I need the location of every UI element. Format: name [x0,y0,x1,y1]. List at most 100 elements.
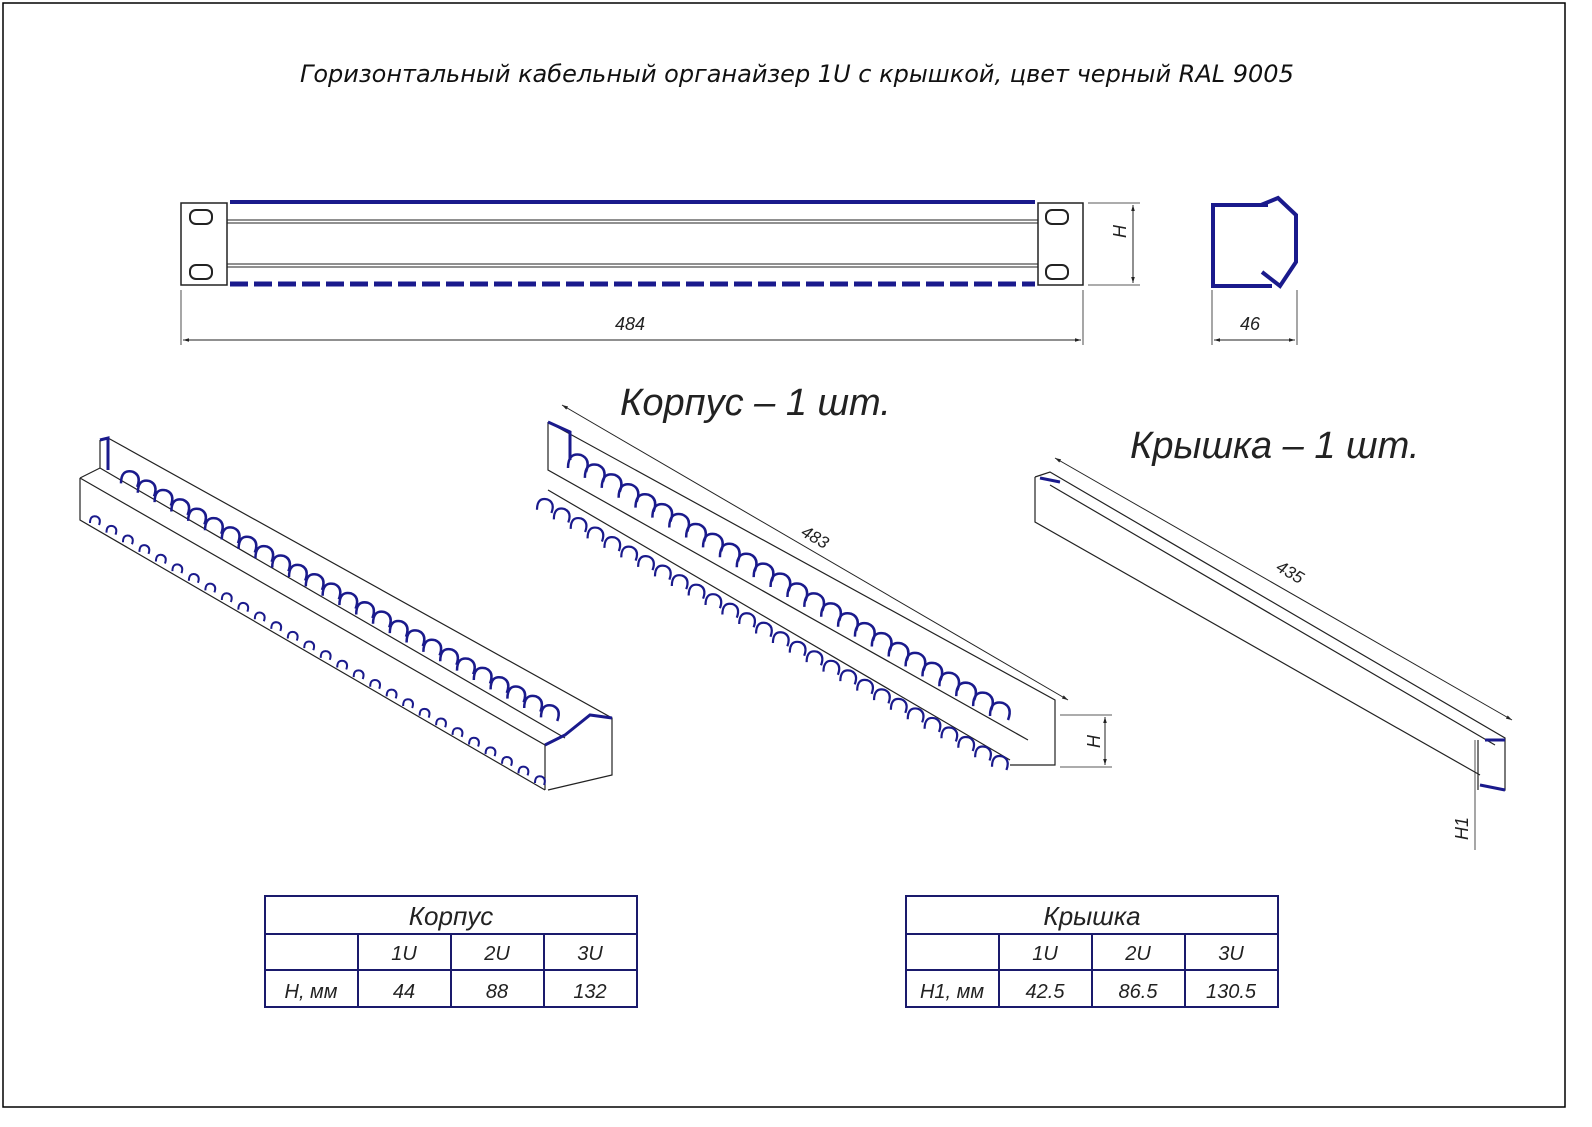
comb-finger [988,701,1011,721]
comb-finger [388,619,409,638]
body-table-header: 3U [577,943,603,965]
cover-length-dimension: 435 [1273,557,1308,588]
comb-finger [684,522,708,542]
cover-isometric: 435 H1 Крышка – 1 шт. [1034,425,1513,850]
comb-finger [336,659,349,670]
comb-finger [402,698,414,709]
comb-finger [506,685,527,703]
cover-table-header: 3U [1218,943,1244,965]
cover-table-title: Крышка [1043,901,1140,931]
comb-finger [923,716,942,733]
comb-finger [121,534,134,545]
comb-finger [701,532,724,552]
comb-finger [369,678,382,690]
comb-finger [89,515,101,526]
comb-finger [321,582,342,600]
width-dimension: 484 [615,314,645,334]
body-label: Корпус – 1 шт. [620,382,891,424]
comb-finger [735,552,758,572]
comb-finger [583,463,606,483]
cover-table-cell: 86.5 [1119,981,1159,1003]
comb-finger [489,675,510,694]
depth-dimension: 46 [1240,314,1261,334]
comb-finger [637,555,655,571]
cover-table-cell: 42.5 [1026,981,1066,1003]
comb-finger [974,745,992,761]
comb-finger [435,717,447,728]
comb-finger [187,573,200,584]
comb-finger [105,524,118,535]
comb-finger [270,621,283,632]
comb-finger [566,453,589,473]
comb-finger [603,536,622,552]
comb-finger [522,694,544,713]
comb-finger [752,562,775,582]
comb-finger [338,591,359,610]
comb-finger [422,638,443,656]
comb-finger [634,492,657,513]
cover-table-header: 1U [1032,943,1058,965]
comb-finger [418,707,431,718]
body-table-cell: 88 [486,981,508,1003]
comb-finger [136,479,157,497]
comb-finger [517,765,530,776]
comb-finger [990,754,1009,771]
comb-finger [254,544,275,563]
comb-finger [535,497,554,514]
comb-finger [171,563,184,574]
sheet-frame [2,2,1566,1108]
comb-finger [569,516,588,533]
comb-finger [938,671,961,691]
comb-finger [220,526,241,544]
body-table-header: 2U [483,943,510,965]
comb-finger [203,516,224,535]
comb-finger [853,621,876,642]
comb-finger [270,554,292,572]
comb-finger [870,631,893,652]
body-table-header: 1U [391,943,417,965]
comb-finger [786,582,809,602]
comb-finger [484,746,497,757]
comb-finger [805,650,824,666]
comb-finger [586,526,605,542]
comb-finger [957,735,976,752]
comb-finger [754,621,773,638]
comb-finger [906,707,925,723]
comb-finger [718,542,741,562]
comb-finger [303,640,316,651]
body-table [264,895,638,1008]
comb-finger [600,473,623,493]
comb-finger [287,563,308,582]
comb-finger [921,661,944,681]
comb-finger [670,574,689,590]
comb-finger [472,666,493,685]
comb-finger [803,592,826,612]
cover-table-cell: 130.5 [1206,981,1257,1003]
comb-finger [534,775,546,786]
comb-finger [501,756,513,767]
comb-finger [237,535,258,553]
body-height-dimension: H [1084,734,1104,748]
side-view: 46 [1211,195,1298,345]
comb-finger [451,727,464,738]
comb-finger [668,512,691,532]
comb-finger [887,641,910,661]
body-isometric: 483 H Корпус – 1 шт. [535,382,1112,771]
comb-finger [771,631,790,647]
comb-finger [839,669,858,685]
comb-finger [651,502,674,523]
comb-finger [738,612,757,628]
comb-finger [170,498,191,516]
comb-finger [286,630,299,641]
comb-finger [237,601,250,613]
comb-finger [319,650,332,661]
body-table-cell: 132 [573,981,606,1003]
body-length-dimension: 483 [798,522,833,553]
comb-finger [856,678,874,695]
comb-finger [620,545,639,561]
comb-finger [788,640,807,657]
comb-finger [617,483,640,503]
comb-finger [405,629,426,647]
drawing-title: Горизонтальный кабельный органайзер 1U с… [300,60,1294,88]
